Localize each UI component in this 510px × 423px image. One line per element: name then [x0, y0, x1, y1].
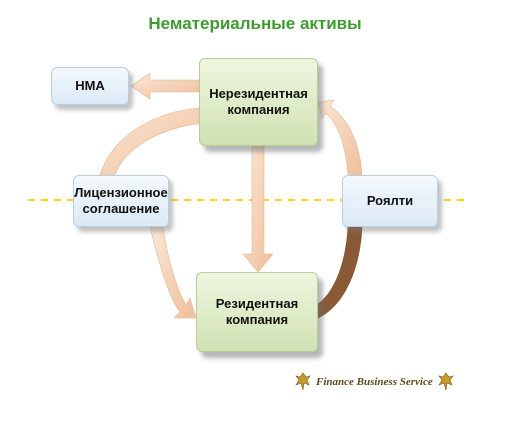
- watermark-logo: Finance Business Service: [294, 371, 464, 393]
- watermark-text: Finance Business Service: [316, 376, 433, 388]
- arc-nonresident-to-license: [99, 107, 200, 176]
- griffin-icon-right: [437, 372, 454, 391]
- box-license-label: Лицензионное соглашение: [74, 185, 168, 216]
- arc-resident-to-royalty: [317, 226, 363, 319]
- box-resident-company: Резидентная компания: [196, 272, 318, 352]
- box-license-agreement: Лицензионное соглашение: [73, 175, 169, 227]
- arc-royalty-to-nonresident: [317, 99, 363, 176]
- arc-license-to-resident: [149, 226, 197, 319]
- arrow-nonresident-to-resident: [242, 145, 274, 273]
- griffin-icon: [295, 372, 311, 391]
- box-resident-label: Резидентная компания: [215, 296, 299, 327]
- box-nonresident-company: Нерезидентная компания: [199, 58, 318, 146]
- arrow-nonresident-to-nma: [130, 72, 200, 100]
- box-nma: НМА: [51, 67, 129, 105]
- box-nonresident-label: Нерезидентная компания: [209, 86, 308, 117]
- box-nma-label: НМА: [75, 78, 105, 93]
- diagram-title: Нематериальные активы: [148, 14, 362, 33]
- box-royalty-label: Роялти: [366, 193, 414, 208]
- box-royalty: Роялти: [342, 175, 438, 227]
